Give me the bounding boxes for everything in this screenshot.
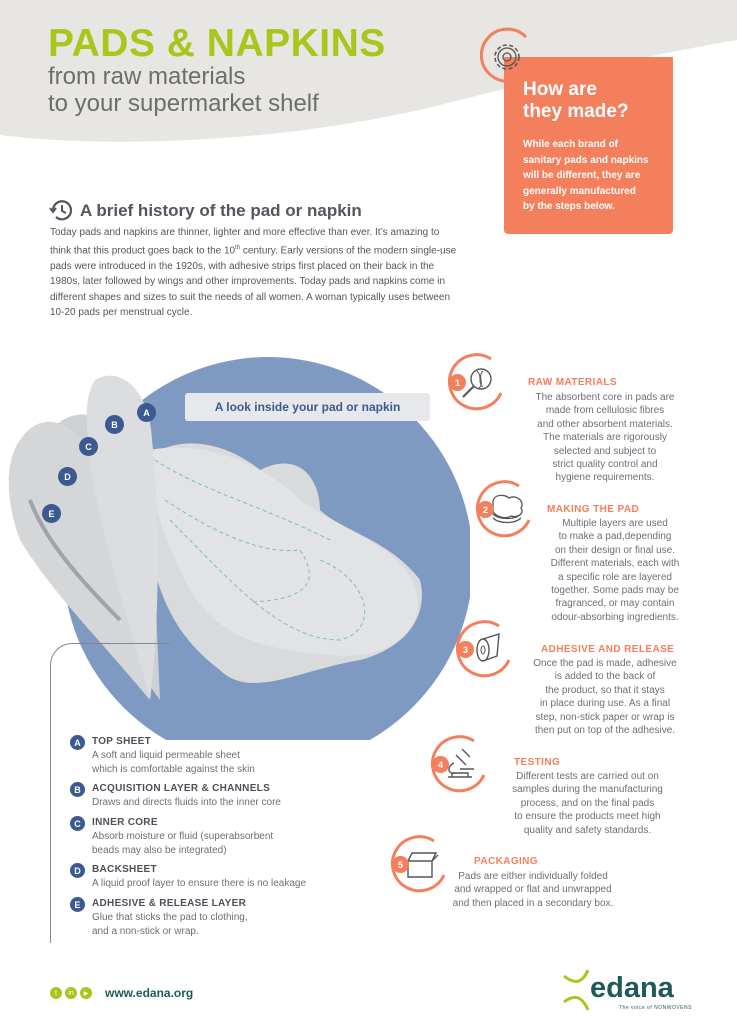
step-text: The absorbent core in pads are made from… — [535, 392, 675, 484]
youtube-icon[interactable]: ▶ — [80, 987, 92, 999]
legend-badge: B — [70, 782, 85, 797]
step-title: ADHESIVE AND RELEASE — [541, 644, 675, 655]
edana-logo: edana — [590, 972, 674, 1004]
clock-history-icon — [49, 200, 73, 221]
legend-title: INNER CORE — [92, 817, 158, 828]
step-title: TESTING — [514, 757, 561, 768]
website-link[interactable]: www.edana.org — [105, 986, 194, 1000]
subtitle-line: to your supermarket shelf — [48, 90, 319, 117]
step-number-badge: 1 — [449, 374, 466, 391]
subtitle-line: from raw materials — [48, 63, 246, 90]
step-number-badge: 3 — [457, 641, 474, 658]
legend-text: Glue that sticks the pad to clothing, an… — [92, 912, 248, 937]
legend-item: D BACKSHEET A liquid proof layer to ensure… — [70, 863, 370, 893]
card-text: While each brand of sanitary pads and na… — [523, 139, 649, 213]
history-text-part: Today pads and napkins are thinner, ligh… — [50, 227, 440, 256]
legend-title: TOP SHEET — [92, 736, 152, 747]
legend-badge: D — [70, 863, 85, 878]
step-number-badge: 5 — [392, 856, 409, 873]
step-number-badge: 4 — [432, 756, 449, 773]
step-title: PACKAGING — [474, 856, 538, 867]
legend-title: ADHESIVE & RELEASE LAYER — [92, 898, 247, 909]
history-sup: th — [235, 244, 241, 251]
step-text: Multiple layers are used to make a pad,d… — [550, 518, 680, 623]
step-text: Once the pad is made, adhesive is added … — [533, 658, 677, 737]
label-badge-d: D — [58, 467, 77, 486]
step-title: MAKING THE PAD — [547, 504, 640, 515]
magnifier-fibres-icon — [447, 353, 503, 411]
linkedin-icon[interactable]: in — [65, 987, 77, 999]
legend-frame — [50, 643, 170, 943]
legend-text: A liquid proof layer to ensure there is … — [92, 878, 307, 889]
label-badge-e: E — [42, 504, 61, 523]
label-badge-c: C — [79, 437, 98, 456]
label-badge-b: B — [105, 415, 124, 434]
adhesive-tape-icon — [455, 620, 511, 678]
social-icons: t in ▶ — [50, 987, 92, 999]
box-icon — [390, 835, 446, 893]
edana-logo-mark — [563, 969, 590, 1011]
legend-badge: E — [70, 897, 85, 912]
how-made-card: How are they made? While each brand of s… — [504, 57, 673, 234]
microscope-icon — [430, 735, 486, 793]
header-background — [0, 0, 737, 142]
legend-text: A soft and liquid permeable sheet which … — [92, 750, 255, 775]
step-title: RAW MATERIALS — [528, 377, 617, 388]
step-text: Pads are either individually folded and … — [452, 871, 614, 909]
legend-item: A TOP SHEET A soft and liquid permeable sh… — [70, 735, 370, 775]
layered-pad-icon — [475, 480, 531, 538]
legend-badge: A — [70, 735, 85, 750]
step-number-badge: 2 — [477, 501, 494, 518]
legend-title: ACQUISITION LAYER & CHANNELS — [92, 783, 271, 794]
legend-text: Draws and directs fluids into the inner … — [92, 797, 281, 808]
gear-icon — [479, 27, 530, 83]
legend-item: C INNER CORE Absorb moisture or fluid (sup… — [70, 816, 370, 856]
legend-title: BACKSHEET — [92, 864, 157, 875]
twitter-icon[interactable]: t — [50, 987, 62, 999]
legend-item: E ADHESIVE & RELEASE LAYER Glue that stick… — [70, 897, 370, 937]
edana-tagline: The voice of NONWOVENS — [619, 1005, 692, 1011]
legend-text: Absorb moisture or fluid (superabsorbent… — [92, 831, 274, 856]
history-text: Today pads and napkins are thinner, ligh… — [50, 225, 460, 321]
history-title: A brief history of the pad or napkin — [80, 201, 362, 220]
history-text-part: century. Early versions of the modern si… — [50, 244, 457, 319]
legend-item: B ACQUISITION LAYER & CHANNELS Draws and d… — [70, 782, 370, 812]
card-heading: How are they made? — [523, 79, 629, 122]
page-title: PADS & NAPKINS — [48, 22, 386, 65]
step-text: Different tests are carried out on sampl… — [512, 771, 663, 836]
legend-badge: C — [70, 816, 85, 831]
callout-label: A look inside your pad or napkin — [185, 393, 430, 421]
label-badge-a: A — [137, 403, 156, 422]
